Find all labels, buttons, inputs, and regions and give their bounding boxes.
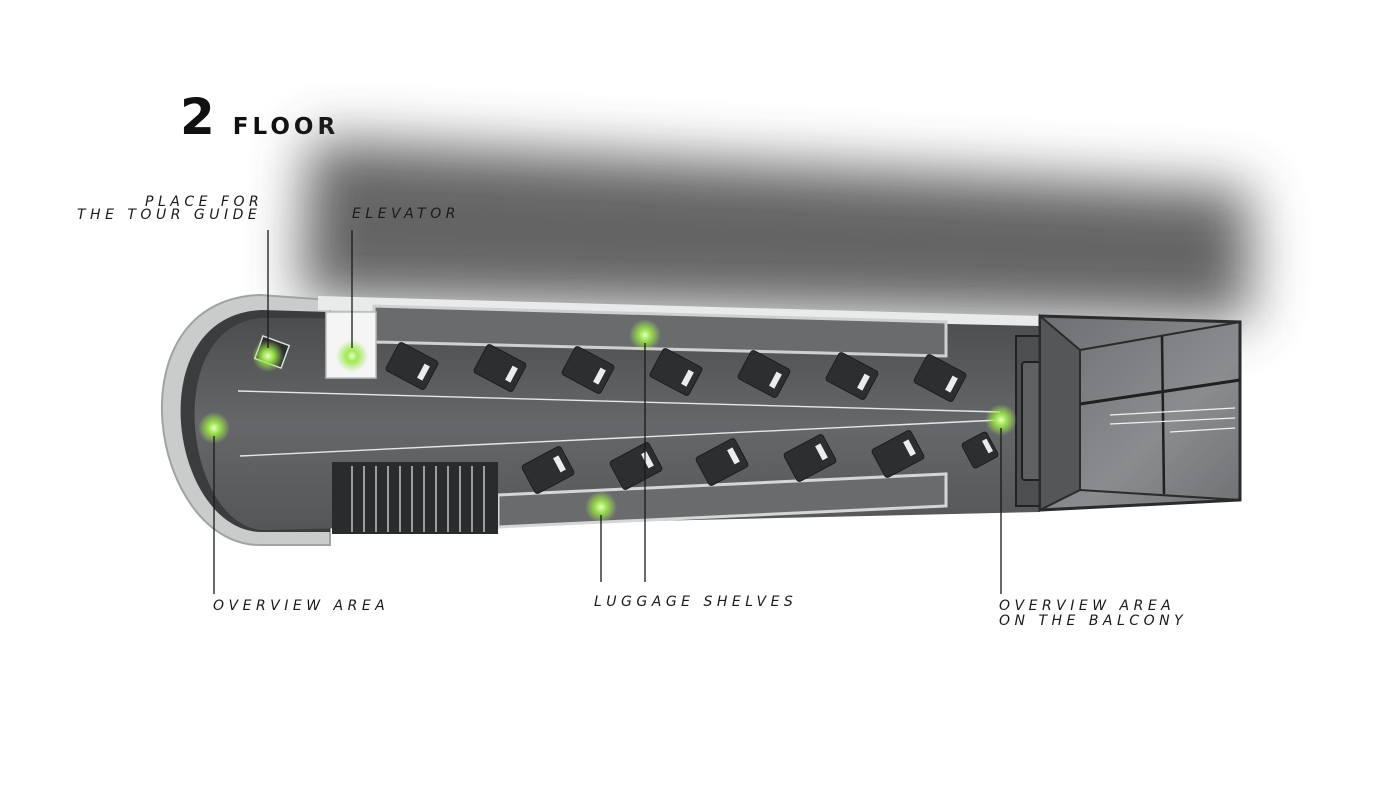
seats-bottom-row [521,430,999,494]
cast-shadow [300,140,1250,320]
label-luggage-shelves: LUGGAGE SHELVES [594,594,798,610]
label-tour-guide-line2: THE TOUR GUIDE [77,207,262,223]
label-tour-guide-line1: PLACE FOR [145,194,264,210]
aisle-line-top [237,390,1001,413]
label-balcony-line2: ON THE BALCONY [999,613,1188,629]
callout-leader-lines [213,230,1002,594]
marker-elevator [336,340,368,372]
marker-luggage-bottom [585,491,617,523]
aisle-line-bottom [239,419,1001,457]
floor-number: 2 [180,88,215,146]
label-balcony-line1: OVERVIEW AREA [999,598,1176,614]
staircase [332,462,498,534]
marker-balcony [985,404,1017,436]
label-overview-area: OVERVIEW AREA [213,598,390,614]
marker-tour-guide [252,340,284,372]
highlight-markers [198,319,1017,523]
floor-title: 2 FLOOR [180,92,339,142]
seats-top-row [385,342,967,402]
glass-balcony [1038,313,1242,512]
floor-word: FLOOR [232,114,340,140]
marker-luggage-top [629,319,661,351]
label-elevator: ELEVATOR [352,206,460,222]
marker-overview-area [198,412,230,444]
